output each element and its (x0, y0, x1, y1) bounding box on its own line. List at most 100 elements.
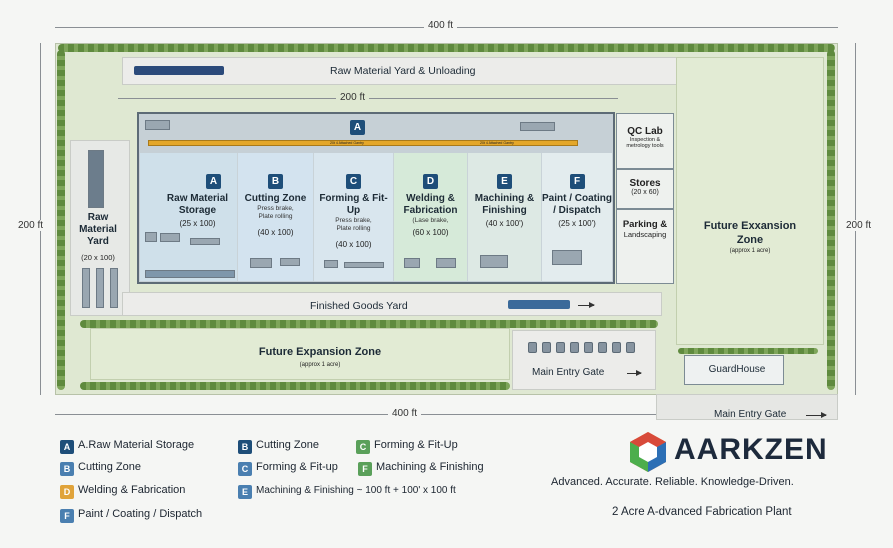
hedge-bottom (80, 382, 510, 390)
legend-label: Forming & Fit-up (256, 461, 338, 473)
dimension-line-bottom (55, 414, 838, 415)
legend-badge: E (238, 485, 252, 499)
guardhouse-building (684, 355, 784, 385)
main-entry-gate-inner-label: Main Entry Gate (532, 367, 605, 378)
dimension-right-label: 200 ft (842, 220, 876, 231)
zone-d-title-line1: Welding & (406, 193, 455, 204)
finished-goods-truck (508, 300, 570, 309)
hedge-top (58, 44, 835, 52)
legend-label: A.Raw Material Storage (78, 439, 195, 451)
parked-car-2 (542, 342, 551, 353)
legend-item-forming-fit-up: C Forming & Fit-up (238, 461, 338, 476)
cutting-table (280, 258, 300, 266)
guardhouse-hedge (678, 348, 818, 354)
zone-b-letter: B (268, 174, 283, 189)
legend-badge: C (356, 440, 370, 454)
gantry-crane-label-2: 20t 4 Attached Gantry (480, 141, 514, 145)
plant-title: 2 Acre A-dvanced Fabrication Plant (612, 506, 792, 518)
zone-d-letter: D (423, 174, 438, 189)
legend-badge: B (60, 462, 74, 476)
future-expansion-bottom-title: Future Expansion Zone (258, 346, 382, 358)
crane-trolley-right (520, 122, 555, 131)
paint-booth (552, 250, 582, 265)
parked-car-3 (556, 342, 565, 353)
parking-title: Parking & (622, 219, 668, 230)
legend-badge: C (238, 462, 252, 476)
legend-label: Machining & Finishing (376, 461, 484, 473)
stores-size: (20 x 60) (631, 189, 659, 196)
raw-yard-rack-1 (82, 268, 90, 308)
dimension-line-right (855, 43, 856, 395)
legend-item-forming-fit-up-2: C Forming & Fit-Up (356, 439, 458, 454)
main-entry-gate-inner-arrow (627, 370, 642, 376)
legend-label: Cutting Zone (78, 461, 141, 473)
finished-goods-arrow (578, 302, 595, 308)
finished-goods-yard (122, 292, 662, 316)
zone-f-size: (25 x 100') (558, 219, 596, 228)
legend-badge: D (60, 485, 74, 499)
dimension-line-left (40, 43, 41, 395)
zone-b-sub-line1: Press brake, (257, 205, 294, 212)
zone-f-title-line2: / Dispatch (553, 205, 601, 216)
legend-badge: F (60, 509, 74, 523)
future-expansion-zone-bottom (90, 328, 510, 380)
unloading-truck (134, 66, 224, 75)
future-expansion-bottom-sub: (approx 1 acre) (299, 362, 341, 368)
legend-badge: B (238, 440, 252, 454)
zone-f-title-line1: Paint / Coating (542, 193, 612, 204)
zone-a-title-line1: Raw Material (166, 193, 229, 204)
zone-c-title: Forming & Fit-Up (319, 193, 388, 216)
gantry-crane-label-1: 20t 4 Attached Gantry (330, 141, 364, 145)
zone-c-letter: C (346, 174, 361, 189)
entry-parking-lot (512, 330, 656, 390)
legend-label: Cutting Zone (256, 439, 319, 451)
zone-e-title-line1: Machining & (474, 193, 535, 204)
zone-e-letter: E (497, 174, 512, 189)
main-entry-gate-outer-label: Main Entry Gate (714, 409, 787, 420)
storage-rack-1 (145, 232, 157, 242)
stores-room: Stores (20 x 60) (616, 169, 674, 209)
parking-sub: Landscaping (623, 230, 667, 239)
legend-label: Machining & Finishing ~ 100 ft + 100' x … (256, 485, 456, 496)
cutting-machine (250, 258, 272, 268)
parked-car-7 (612, 342, 621, 353)
gantry-crane (148, 140, 578, 146)
zone-c-sub-line2: Plate rolling (336, 225, 371, 232)
legend-item-machining-finishing: E Machining & Finishing ~ 100 ft + 100' x… (238, 484, 456, 499)
parked-car-1 (528, 342, 537, 353)
dimension-left-label: 200 ft (14, 220, 48, 231)
legend-label: Paint / Coating / Dispatch (78, 508, 203, 520)
future-expansion-right-title-line2: Zone (736, 234, 764, 246)
zone-a-size: (25 x 100) (179, 219, 216, 228)
legend-label: Forming & Fit-Up (374, 439, 458, 451)
parking-landscaping-area: Parking & Landscaping (616, 209, 674, 284)
zone-d-title-line2: Fabrication (403, 205, 458, 216)
legend-item-raw-material-storage: A A.Raw Material Storage (60, 439, 194, 454)
qc-lab-title: QC Lab (627, 126, 663, 137)
forming-press (324, 260, 338, 268)
zone-c-sub-line1: Press brake, (335, 217, 372, 224)
zone-f-letter: F (569, 174, 585, 189)
zone-d-size: (60 x 100) (412, 228, 449, 237)
dimension-bottom-label: 400 ft (388, 408, 422, 419)
raw-material-yard-unloading-label: Raw Material Yard & Unloading (330, 65, 476, 77)
finished-goods-yard-label: Finished Goods Yard (310, 300, 408, 312)
zone-d-sub: (Lase brake, (412, 217, 449, 224)
legend-badge: A (60, 440, 74, 454)
zone-e-title-line2: Finishing (482, 205, 527, 216)
storage-rack-2 (160, 233, 180, 242)
crane-trolley-left (145, 120, 170, 130)
legend-item-cutting-zone-2: B Cutting Zone (238, 439, 319, 454)
storage-rack-4 (145, 270, 235, 278)
parked-car-8 (626, 342, 635, 353)
legend-item-cutting-zone: B Cutting Zone (60, 461, 141, 476)
raw-yard-rack-3 (110, 268, 118, 308)
welding-station-1 (404, 258, 420, 268)
welding-station-2 (436, 258, 456, 268)
hedge-middle (80, 320, 658, 328)
raw-material-yard-title: Raw Material Yard (79, 212, 117, 247)
machining-center (480, 255, 508, 268)
qc-lab-sub-line2: metrology tools (626, 143, 664, 149)
zone-a-letter: A (206, 174, 221, 189)
